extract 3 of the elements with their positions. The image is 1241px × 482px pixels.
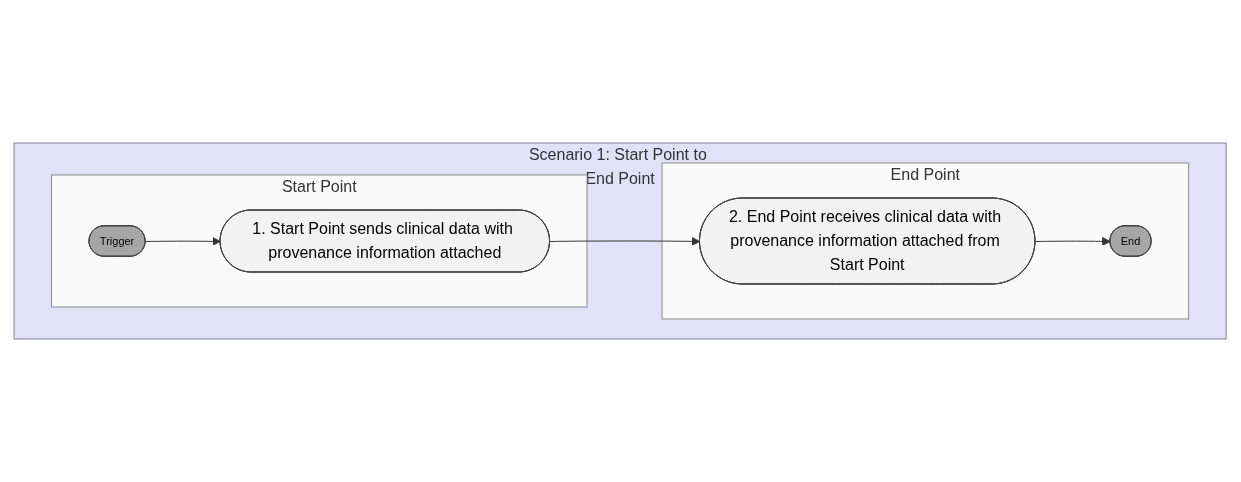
arrow <box>1035 237 1112 246</box>
arrow <box>145 237 222 246</box>
arrow <box>549 237 701 246</box>
